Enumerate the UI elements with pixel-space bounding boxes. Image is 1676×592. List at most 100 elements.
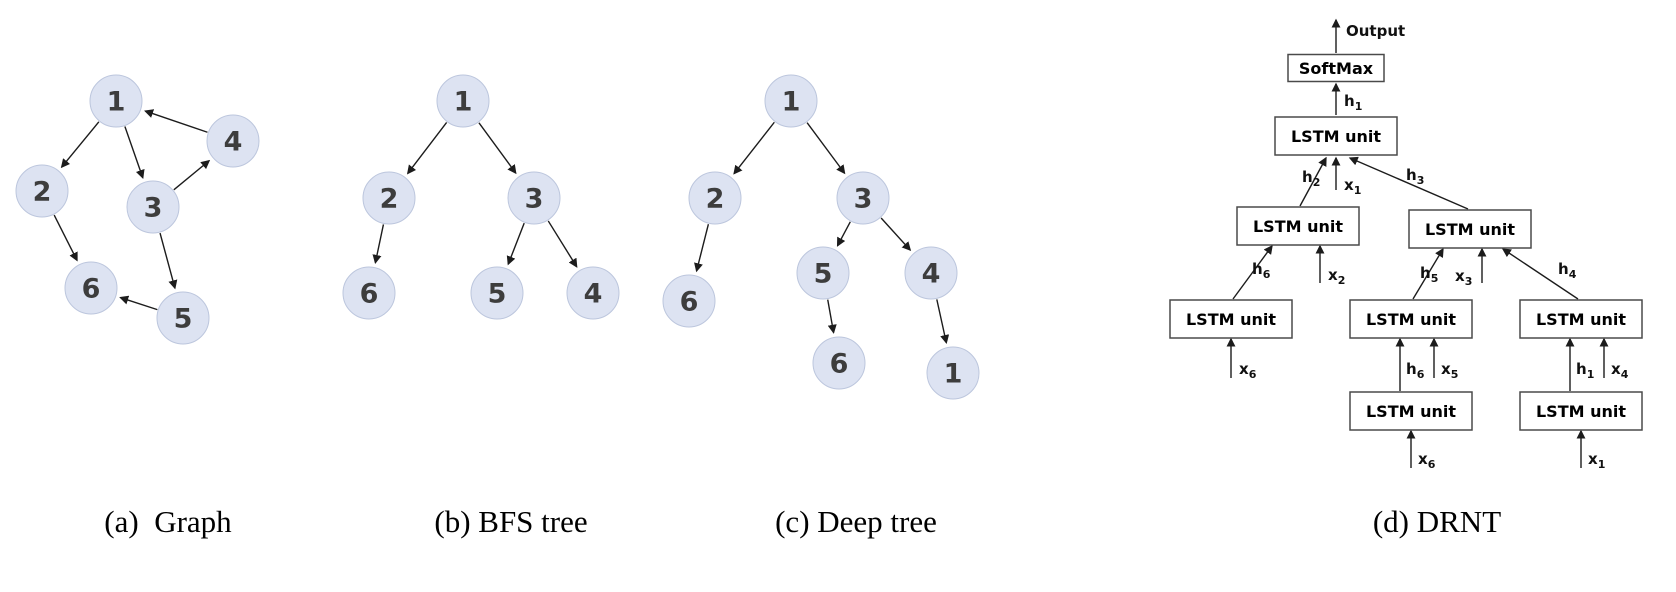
lstm-unit-bottom-right — [1519, 299, 1643, 339]
drnt-label-h1: h1 — [1344, 92, 1362, 113]
graph-node-label: 2 — [33, 177, 52, 208]
lstm-unit-bottom-mid — [1349, 299, 1473, 339]
graph-node-label: 6 — [830, 349, 849, 380]
softmax-box-label: SoftMax — [1299, 59, 1374, 78]
graph-node-bfs-tree-4 — [566, 266, 620, 320]
drnt-label-x3: x3 — [1455, 267, 1472, 288]
graph-node-label: 4 — [922, 259, 941, 290]
lstm-unit-bottom-mid-label: LSTM unit — [1366, 310, 1456, 329]
graph-node-graph-4 — [206, 114, 260, 168]
graph-node-label: 3 — [854, 184, 873, 215]
graph-node-deep-tree-6 — [662, 274, 716, 328]
graph-node-bfs-tree-5 — [470, 266, 524, 320]
drnt-label-x1: x1 — [1588, 450, 1605, 471]
graph-edge-4-to-1 — [144, 109, 208, 133]
graph-node-deep-tree-4 — [904, 246, 958, 300]
graph-node-label: 3 — [144, 193, 163, 224]
graph-edge-2-to-6 — [372, 224, 385, 265]
caption-deep-tree: (c) Deep tree — [775, 504, 937, 539]
graph-node-deep-tree-3 — [836, 171, 890, 225]
graph-node-label: 2 — [706, 184, 725, 215]
graph-node-label: 6 — [82, 274, 101, 305]
drnt-label-x6: x6 — [1418, 450, 1436, 471]
softmax-box — [1287, 53, 1385, 83]
lstm-unit-mid-right — [1408, 209, 1532, 249]
arrow-h6-diagonal — [1232, 244, 1273, 300]
graph-node-bfs-tree-2 — [362, 171, 416, 225]
lstm-unit-lower-mid-label: LSTM unit — [1366, 402, 1456, 421]
drnt-label-x5: x5 — [1441, 360, 1458, 381]
graph-node-graph-1 — [89, 74, 143, 128]
graph-edge-1-to-3 — [478, 122, 517, 175]
arrow-h3-diagonal — [1348, 156, 1469, 210]
drnt-label-h1: h1 — [1576, 360, 1594, 381]
graph-node-label: 6 — [680, 287, 699, 318]
graph-edge-3-to-5 — [506, 222, 525, 266]
panel-graph: 1 4 2 3 6 5 — [15, 74, 260, 345]
lstm-unit-bottom-left-label: LSTM unit — [1186, 310, 1276, 329]
arrow-h5-diagonal — [1412, 247, 1444, 300]
lstm-unit-bottom-left — [1169, 299, 1293, 339]
lstm-unit-bottom-right-label: LSTM unit — [1536, 310, 1626, 329]
drnt-label-x1: x1 — [1344, 176, 1361, 197]
graph-edge-1-to-2 — [733, 121, 775, 175]
graph-edge-5-to-6 — [119, 295, 158, 311]
graph-node-label: 5 — [174, 304, 193, 335]
drnt-label-h5: h5 — [1420, 264, 1438, 285]
graph-node-label: 1 — [107, 87, 126, 118]
drnt-label-h6: h6 — [1406, 360, 1425, 381]
drnt-label-x4: x4 — [1611, 360, 1629, 381]
lstm-unit-mid-right-label: LSTM unit — [1425, 220, 1515, 239]
lstm-unit-lower-mid — [1349, 391, 1473, 431]
graph-node-label: 4 — [224, 127, 243, 158]
graph-edge-3-to-5 — [836, 221, 851, 247]
arrow-h2-diagonal — [1299, 156, 1327, 207]
lstm-unit-lower-right — [1519, 391, 1643, 431]
graph-edge-5-to-6b — [827, 299, 837, 334]
lstm-unit-top — [1274, 116, 1398, 156]
drnt-label-h2: h2 — [1302, 168, 1320, 189]
caption-graph: (a) Graph — [104, 504, 232, 539]
graph-edge-4-to-1b — [936, 299, 950, 345]
graph-node-deep-tree-6b — [812, 336, 866, 390]
graph-edge-2-to-6 — [53, 214, 78, 262]
graph-node-deep-tree-2 — [688, 171, 742, 225]
lstm-unit-lower-right-label: LSTM unit — [1536, 402, 1626, 421]
graph-node-graph-6 — [64, 261, 118, 315]
graph-edge-3-to-4 — [547, 220, 578, 268]
graph-node-label: 4 — [584, 279, 603, 310]
graph-node-deep-tree-1b — [926, 346, 980, 400]
graph-edge-1-to-2 — [406, 122, 448, 175]
drnt-label-Output: Output — [1346, 22, 1405, 40]
graph-node-bfs-tree-3 — [507, 171, 561, 225]
lstm-unit-top-label: LSTM unit — [1291, 127, 1381, 146]
graph-node-bfs-tree-1 — [436, 74, 490, 128]
graph-edge-1-to-3 — [806, 122, 846, 175]
graph-node-graph-5 — [156, 291, 210, 345]
graph-node-deep-tree-1 — [764, 74, 818, 128]
graph-node-deep-tree-5 — [796, 246, 850, 300]
graph-node-graph-3 — [126, 180, 180, 234]
drnt-label-x2: x2 — [1328, 266, 1345, 287]
graph-node-label: 5 — [488, 279, 507, 310]
caption-drnt: (d) DRNT — [1372, 504, 1502, 539]
drnt-label-h4: h4 — [1558, 260, 1577, 281]
graph-edge-3-to-4 — [880, 217, 912, 252]
graph-edge-3-to-4 — [173, 159, 211, 191]
graph-edge-1-to-2 — [60, 121, 100, 169]
graph-node-label: 6 — [360, 279, 379, 310]
graph-edge-1-to-3 — [124, 126, 145, 180]
graph-node-label: 3 — [525, 184, 544, 215]
drnt-label-x6: x6 — [1239, 360, 1257, 381]
drnt-label-h6: h6 — [1252, 260, 1271, 281]
graph-node-label: 1 — [782, 87, 801, 118]
lstm-unit-mid-left-label: LSTM unit — [1253, 217, 1343, 236]
lstm-unit-mid-left — [1236, 206, 1360, 246]
graph-node-label: 2 — [380, 184, 399, 215]
graph-node-label: 5 — [814, 259, 833, 290]
